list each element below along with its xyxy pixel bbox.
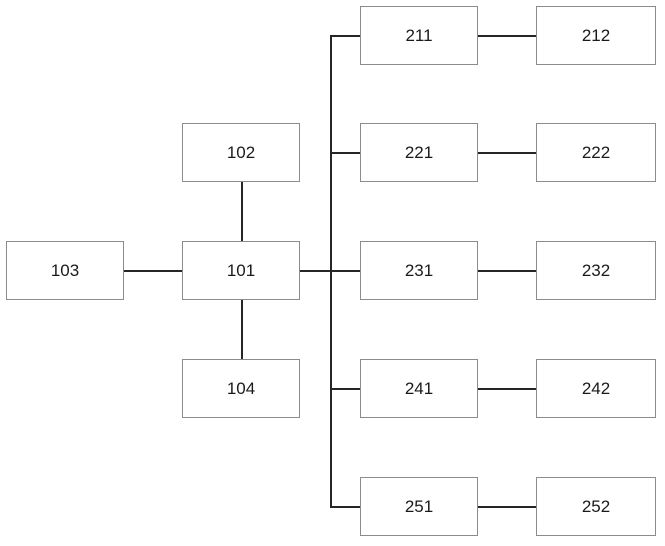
node-231: 231 [360, 241, 478, 300]
node-102: 102 [182, 123, 300, 182]
node-212: 212 [536, 6, 656, 65]
node-103: 103 [6, 241, 124, 300]
node-232: 232 [536, 241, 656, 300]
node-222: 222 [536, 123, 656, 182]
node-241: 241 [360, 359, 478, 418]
node-104: 104 [182, 359, 300, 418]
node-211: 211 [360, 6, 478, 65]
node-252: 252 [536, 477, 656, 536]
node-242: 242 [536, 359, 656, 418]
node-101: 101 [182, 241, 300, 300]
node-221: 221 [360, 123, 478, 182]
node-251: 251 [360, 477, 478, 536]
